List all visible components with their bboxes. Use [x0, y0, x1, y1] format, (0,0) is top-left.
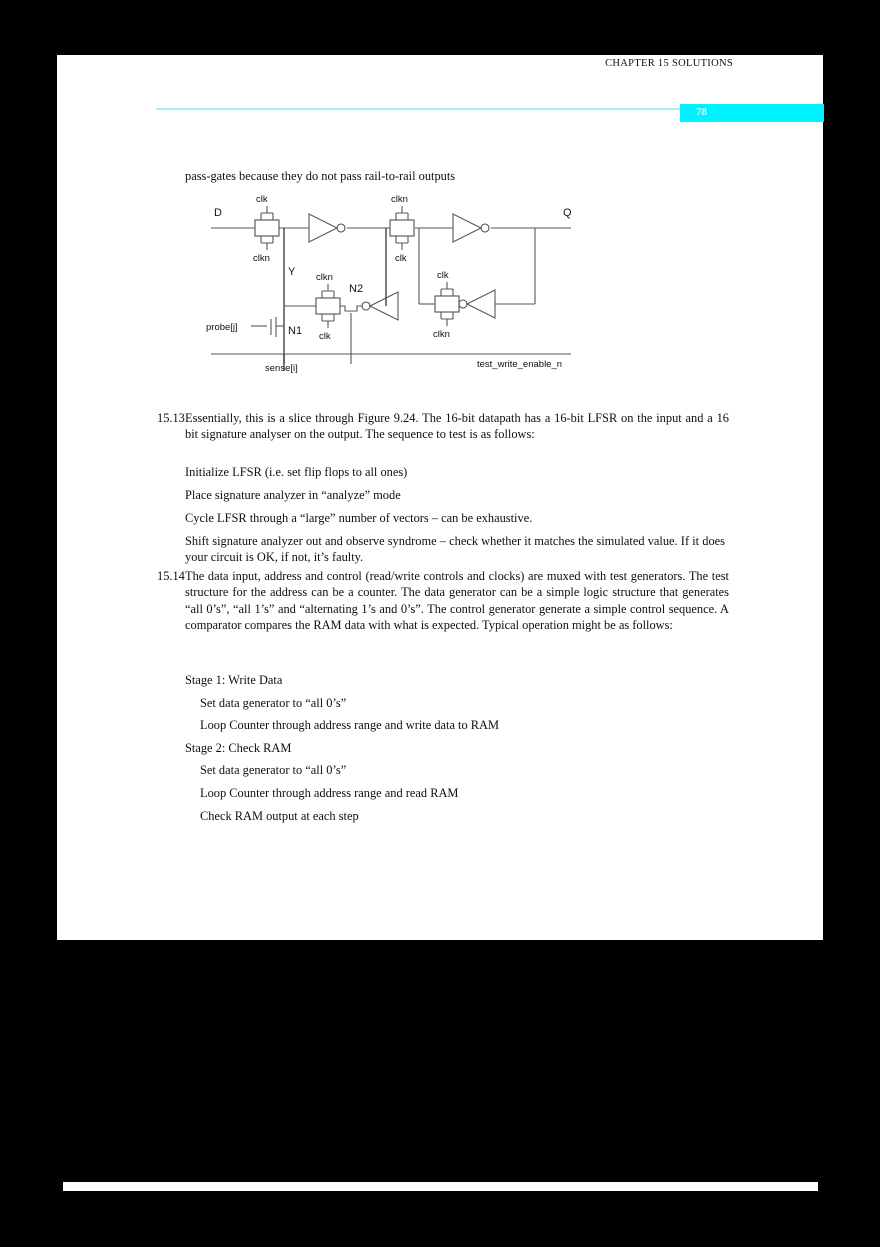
- label-clkn-1: clkn: [253, 253, 270, 264]
- document-page: CHAPTER 15 SOLUTIONS 78 pass-gates becau…: [57, 55, 824, 940]
- label-output-q: Q: [563, 207, 572, 219]
- question-number: 15.13: [157, 411, 185, 425]
- label-node-n2: N2: [349, 283, 363, 295]
- q1514-stage-2-step-2: Loop Counter through address range and r…: [200, 786, 459, 800]
- intro-line: pass-gates because they do not pass rail…: [185, 169, 456, 183]
- question-number: 15.14: [157, 569, 185, 583]
- label-input-d: D: [214, 207, 222, 219]
- q1513-step-4: Shift signature analyzer out and observe…: [185, 534, 725, 565]
- running-header: [156, 108, 823, 130]
- label-clk-3: clk: [319, 331, 331, 342]
- q1514-stage-2-step-1: Set data generator to “all 0’s”: [200, 763, 347, 777]
- label-clkn-4: clkn: [433, 329, 450, 340]
- label-clk-4: clk: [437, 270, 449, 281]
- label-node-n1: N1: [288, 325, 302, 337]
- bottom-white-bar: [63, 1182, 818, 1191]
- label-node-y: Y: [288, 266, 296, 278]
- header-rule: [156, 108, 823, 110]
- q1514-stage-2-title: Stage 2: Check RAM: [185, 741, 292, 755]
- q1514-stage-1-step-1: Set data generator to “all 0’s”: [200, 696, 347, 710]
- q1514-stage-2-step-3: Check RAM output at each step: [200, 809, 359, 823]
- q1514-stage-1-title: Stage 1: Write Data: [185, 673, 283, 687]
- header-chapter-title: CHAPTER 15 SOLUTIONS: [605, 58, 733, 69]
- page-number-badge: 78: [680, 104, 824, 122]
- label-probe: probe[j]: [206, 322, 238, 333]
- question-15-14: 15.14 The data input, address and contro…: [157, 568, 729, 633]
- question-text: The data input, address and control (rea…: [185, 569, 729, 632]
- q1513-step-2: Place signature analyzer in “analyze” mo…: [185, 488, 401, 502]
- pass-gate-latch-circuit: D Q clk clkn clkn clk Y clkn clk N2 clk …: [205, 189, 585, 394]
- q1514-stage-1-step-2: Loop Counter through address range and w…: [200, 718, 500, 732]
- label-clkn-3: clkn: [316, 272, 333, 283]
- label-clk-1: clk: [256, 194, 268, 205]
- q1513-step-1: Initialize LFSR (i.e. set flip flops to …: [185, 465, 408, 479]
- label-clk-2: clk: [395, 253, 407, 264]
- question-text: Essentially, this is a slice through Fig…: [185, 411, 729, 442]
- q1513-step-3: Cycle LFSR through a “large” number of v…: [185, 511, 533, 525]
- page-number: 78: [696, 106, 707, 118]
- page-content: pass-gates because they do not pass rail…: [57, 55, 823, 940]
- label-clkn-2: clkn: [391, 194, 408, 205]
- label-test-write-enable: test_write_enable_n: [477, 359, 562, 370]
- question-15-13: 15.13 Essentially, this is a slice throu…: [157, 410, 729, 443]
- label-sense: sense[i]: [265, 363, 298, 374]
